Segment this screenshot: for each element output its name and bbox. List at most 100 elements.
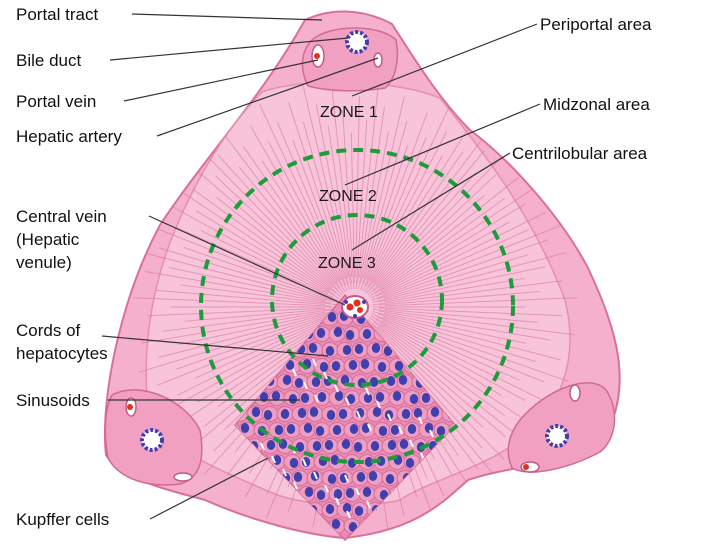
hepatocyte-nucleus	[402, 409, 410, 419]
hepatocyte	[457, 503, 473, 518]
hepatocyte-nucleus	[295, 378, 303, 388]
hepatocyte-nucleus	[267, 440, 275, 450]
hepatocyte-nucleus	[241, 423, 249, 433]
hepatocyte	[442, 503, 458, 518]
hepatocyte-nucleus	[436, 520, 444, 530]
hepatocyte-nucleus	[333, 425, 341, 435]
hepatocyte-nucleus	[355, 506, 363, 516]
hepatocyte-nucleus	[287, 424, 295, 434]
hepatocyte-nucleus	[346, 330, 354, 340]
label-hepatic-artery: Hepatic artery	[16, 127, 122, 146]
hepatic-artery-lumen	[374, 53, 382, 67]
hepatocyte-nucleus	[335, 391, 343, 401]
hepatocyte-nucleus	[399, 375, 407, 385]
portal-tract-top	[302, 28, 397, 91]
hepatocyte-nucleus	[378, 362, 386, 372]
label-periportal-area: Periportal area	[540, 15, 652, 34]
hepatocyte-nucleus	[318, 392, 326, 402]
label-zone-3: ZONE 3	[318, 255, 376, 272]
hepatocyte-nucleus	[320, 362, 328, 372]
hepatocyte-nucleus	[408, 424, 416, 434]
hepatocyte-nucleus	[373, 407, 381, 417]
label-cords-line2: hepatocytes	[16, 344, 108, 363]
label-cords-line1: Cords of	[16, 321, 81, 340]
hepatocyte-nucleus	[245, 521, 253, 531]
label-central-vein-line2: (Hepatic	[16, 230, 80, 249]
hepatocyte-nucleus	[334, 489, 342, 499]
hepatocyte-nucleus	[264, 410, 272, 420]
hepatocyte-nucleus	[372, 343, 380, 353]
hepatocyte	[434, 519, 450, 534]
hepatocyte-nucleus	[290, 458, 298, 468]
hepatocyte-nucleus	[328, 474, 336, 484]
label-portal-tract: Portal tract	[16, 5, 98, 24]
leader-portal-tract	[132, 14, 322, 20]
hepatocyte-nucleus	[334, 327, 342, 337]
bile-duct-ring	[347, 32, 367, 52]
label-portal-vein: Portal vein	[16, 92, 96, 111]
hepatocyte-nucleus	[310, 407, 318, 417]
hepatocyte-nucleus	[350, 424, 358, 434]
hepatocyte-nucleus	[298, 408, 306, 418]
hepatocyte-nucleus	[369, 471, 377, 481]
hepatocyte-nucleus	[379, 426, 387, 436]
hepatocyte-nucleus	[312, 377, 320, 387]
hepatocyte	[224, 519, 240, 534]
label-central-vein-line1: Central vein	[16, 207, 107, 226]
central-vein	[342, 296, 368, 318]
hepatocyte-nucleus	[275, 425, 283, 435]
hepatocyte	[449, 519, 465, 534]
label-zone-2: ZONE 2	[319, 188, 377, 205]
hepatocyte-nucleus	[301, 393, 309, 403]
hepatocyte-nucleus	[339, 409, 347, 419]
hepatocyte-nucleus	[363, 329, 371, 339]
label-kupffer-cells: Kupffer cells	[16, 510, 109, 529]
hepatocyte	[464, 487, 480, 502]
hepatocyte-nucleus	[252, 407, 260, 417]
hepatocyte-nucleus	[316, 426, 324, 436]
hepatocyte-nucleus	[363, 487, 371, 497]
hepatocyte-nucleus	[327, 410, 335, 420]
hepatocyte-nucleus	[317, 328, 325, 338]
hepatocyte-nucleus	[326, 346, 334, 356]
hepatocyte-nucleus	[406, 458, 414, 468]
hepatocyte-nucleus	[228, 522, 236, 532]
hepatocyte-nucleus	[410, 394, 418, 404]
hepatocyte-nucleus	[453, 519, 461, 529]
label-midzonal-area: Midzonal area	[543, 95, 650, 114]
hepatocyte-nucleus	[386, 474, 394, 484]
hepatocyte-nucleus	[294, 472, 302, 482]
hepatocyte	[419, 519, 435, 534]
hepatocyte-nucleus	[388, 440, 396, 450]
hepatocyte-nucleus	[361, 359, 369, 369]
hepatocyte-nucleus	[467, 488, 475, 498]
hepatocyte-nucleus	[343, 345, 351, 355]
label-central-vein-line3: venule)	[16, 253, 72, 272]
hepatocyte-nucleus	[459, 503, 467, 513]
hepatocyte-nucleus	[431, 407, 439, 417]
hepatocyte-nucleus	[304, 423, 312, 433]
hepatocyte-nucleus	[283, 375, 291, 385]
hepatocyte-nucleus	[332, 361, 340, 371]
hepatocyte-nucleus	[447, 504, 455, 514]
label-zone-1: ZONE 1	[320, 104, 378, 121]
hepatocyte-nucleus	[425, 423, 433, 433]
hepatocyte-nucleus	[342, 439, 350, 449]
hepatocyte-nucleus	[326, 504, 334, 514]
hepatocyte-nucleus	[391, 425, 399, 435]
hepatocyte-nucleus	[349, 360, 357, 370]
hepatocyte-nucleus	[357, 472, 365, 482]
hepatocyte-nucleus	[346, 488, 354, 498]
label-sinusoids: Sinusoids	[16, 391, 90, 410]
hepatocyte-nucleus	[313, 441, 321, 451]
hepatocyte-nucleus	[424, 521, 432, 531]
hepatocyte-nucleus	[393, 391, 401, 401]
hepatocyte-nucleus	[407, 522, 415, 532]
hepatocyte-nucleus	[395, 361, 403, 371]
hepatocyte-nucleus	[305, 487, 313, 497]
hepatocyte-nucleus	[281, 409, 289, 419]
hepatocyte-nucleus	[414, 408, 422, 418]
hepatocyte-nucleus	[309, 343, 317, 353]
